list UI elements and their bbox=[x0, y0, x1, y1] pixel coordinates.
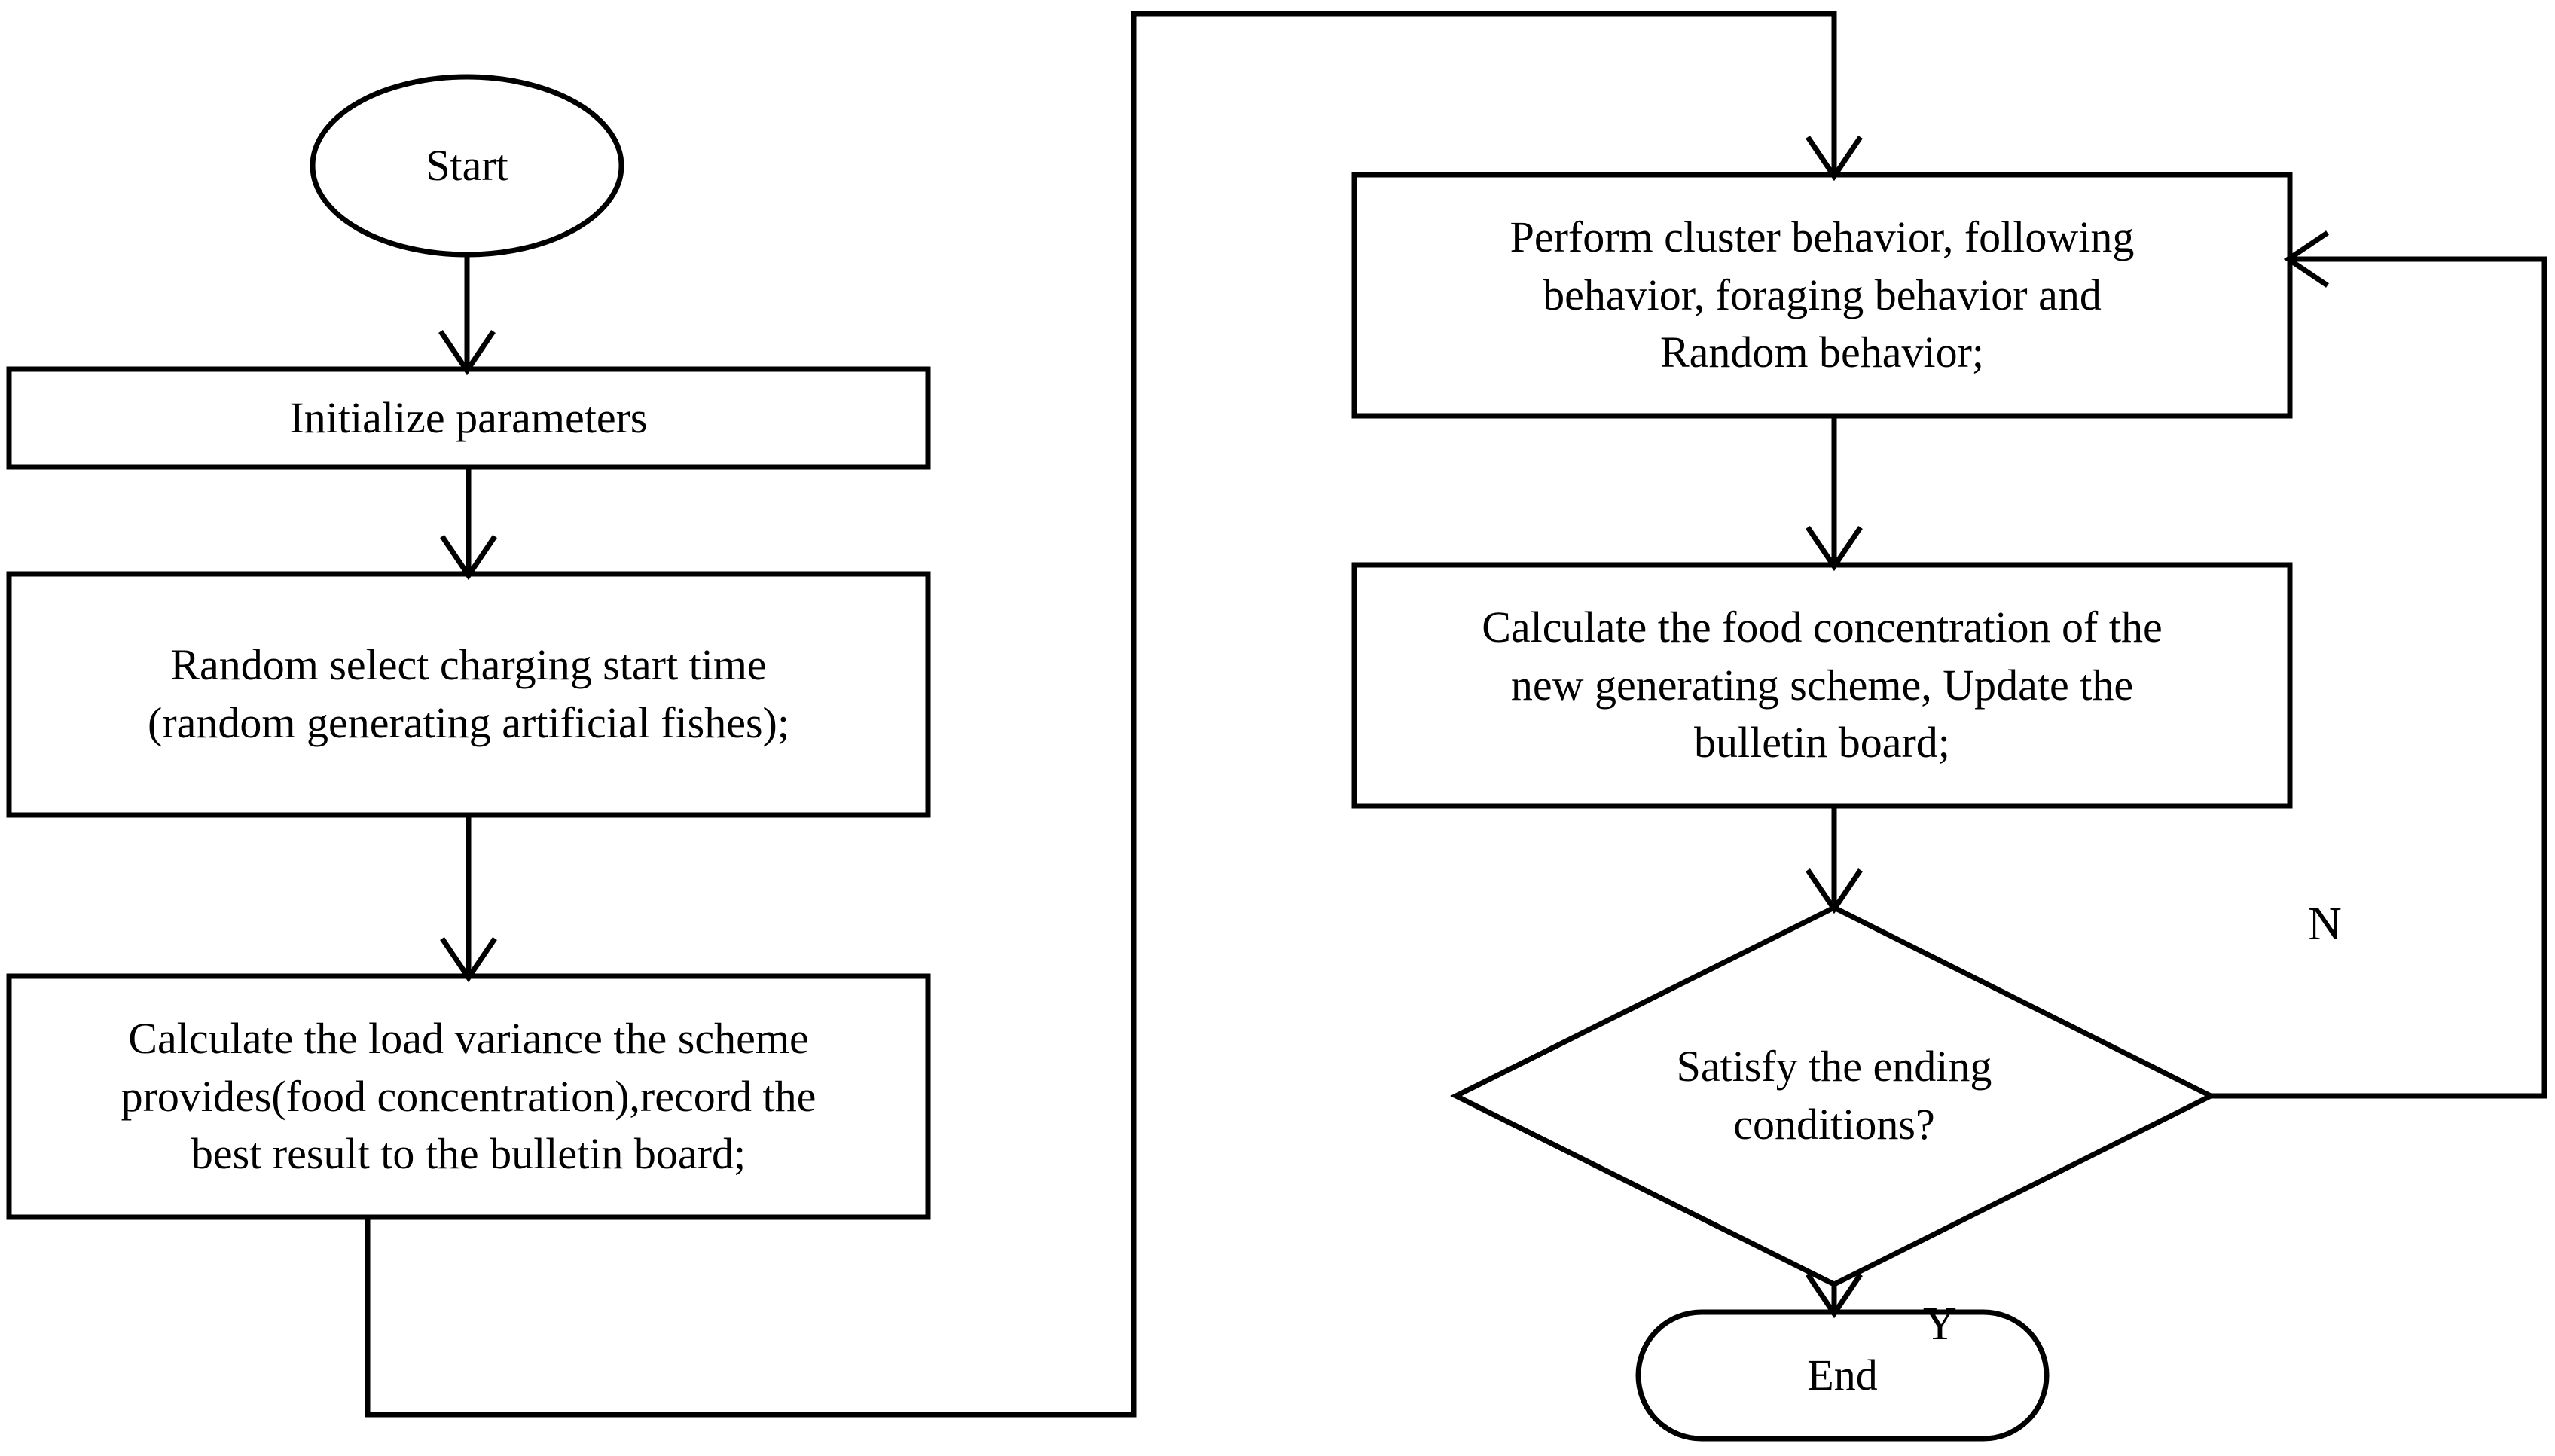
edge-calculate-variance-to-perform-behavior bbox=[365, 11, 1837, 1418]
node-start-shape[interactable] bbox=[310, 74, 624, 258]
edge-label-no: N bbox=[2308, 899, 2342, 950]
arrowhead-initialize-to-random-select bbox=[440, 535, 497, 581]
edge-label-yes: Y bbox=[1923, 1299, 1957, 1350]
node-initialize-shape[interactable] bbox=[6, 366, 931, 470]
arrowhead-perform-behavior-to-calculate-food bbox=[1806, 526, 1863, 572]
node-calculate-food-shape[interactable] bbox=[1351, 562, 2293, 809]
arrowhead-random-select-to-calculate-variance bbox=[440, 937, 497, 983]
node-end-shape[interactable] bbox=[1635, 1309, 2050, 1442]
arrowhead-start-to-initialize bbox=[438, 330, 496, 376]
edge-decision-no-to-perform-behavior bbox=[2211, 256, 2547, 1099]
arrowhead-decision-no-to-perform-behavior bbox=[2283, 230, 2329, 288]
arrowhead-decision-yes-to-end bbox=[1806, 1273, 1863, 1319]
node-decision-shape[interactable] bbox=[1450, 905, 2217, 1287]
node-perform-behavior-shape[interactable] bbox=[1351, 172, 2293, 419]
arrowhead-calculate-food-to-decision bbox=[1806, 868, 1863, 914]
node-calculate-variance-shape[interactable] bbox=[6, 973, 931, 1220]
arrowhead-calculate-variance-to-perform-behavior bbox=[1806, 136, 1863, 182]
node-random-select-shape[interactable] bbox=[6, 571, 931, 818]
